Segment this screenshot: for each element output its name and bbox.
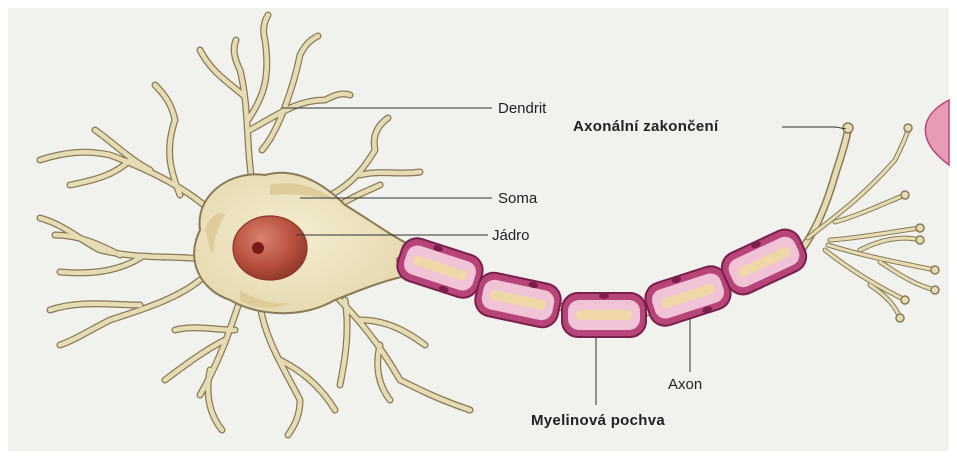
myelin-sheath bbox=[393, 224, 811, 337]
label-myelinova-pochva: Myelinová pochva bbox=[531, 412, 665, 430]
label-soma: Soma bbox=[498, 190, 537, 208]
axon-terminals bbox=[808, 123, 939, 322]
target-cell bbox=[925, 100, 949, 165]
nucleus bbox=[233, 216, 307, 280]
myelin-segment bbox=[472, 270, 563, 331]
myelin-segment bbox=[717, 224, 812, 299]
label-axonalni-zakonceni: Axonální zakončení bbox=[573, 118, 718, 136]
myelin-segment bbox=[562, 293, 646, 337]
myelin-segment bbox=[393, 234, 486, 302]
leader-axonalni-zakonceni bbox=[782, 127, 846, 129]
nucleolus bbox=[252, 242, 264, 254]
label-jadro: Jádro bbox=[492, 227, 530, 245]
label-dendrit: Dendrit bbox=[498, 100, 546, 118]
label-axon: Axon bbox=[668, 376, 702, 394]
myelin-segment bbox=[641, 262, 734, 330]
